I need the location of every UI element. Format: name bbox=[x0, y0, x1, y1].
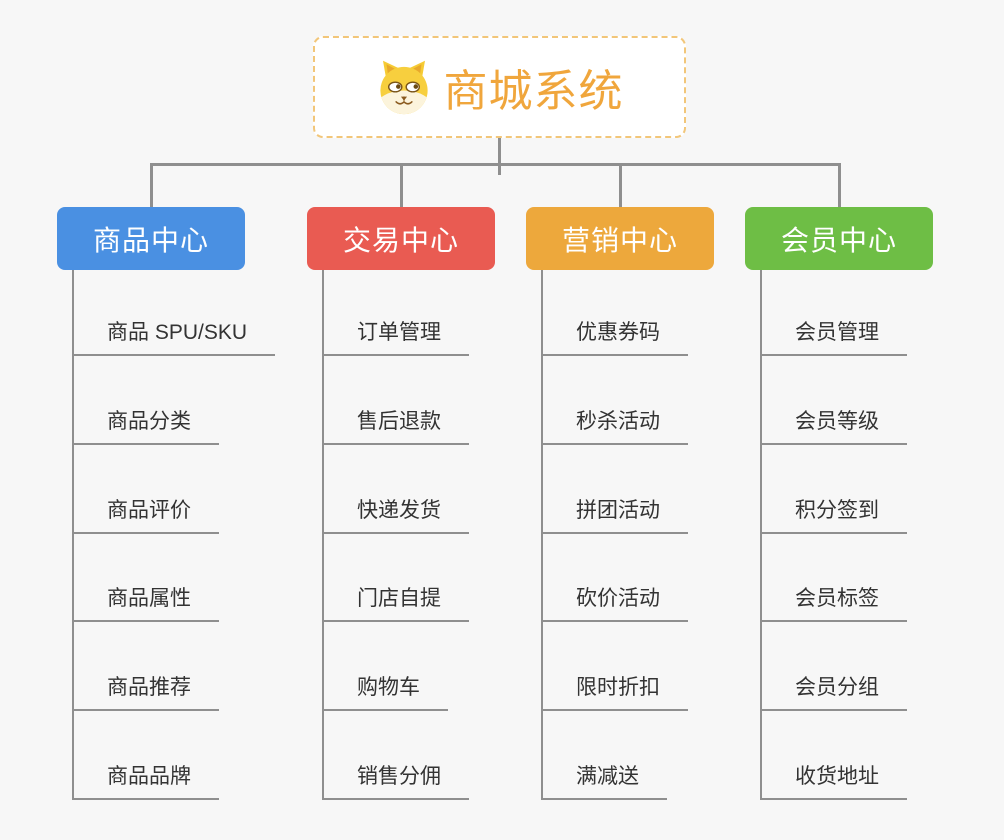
child-topic[interactable]: 商品评价 bbox=[72, 444, 275, 534]
child-topic[interactable]: 满减送 bbox=[541, 711, 714, 800]
child-topic[interactable]: 订单管理 bbox=[322, 270, 495, 356]
child-topic-label: 秒杀活动 bbox=[543, 405, 688, 445]
child-topic[interactable]: 门店自提 bbox=[322, 533, 495, 623]
connector-root-stem bbox=[498, 138, 501, 166]
connector-drop-member-center bbox=[837, 163, 841, 207]
branch-node-product-center[interactable]: 商品中心 bbox=[57, 207, 245, 270]
children-list-marketing-center: 优惠券码 秒杀活动 拼团活动 砍价活动 限时折扣 满减送 bbox=[541, 270, 714, 800]
child-topic-label: 商品品牌 bbox=[74, 760, 219, 800]
branch-column-marketing-center: 营销中心 优惠券码 秒杀活动 拼团活动 砍价活动 限时折扣 满减送 bbox=[526, 207, 714, 800]
branch-node-marketing-center[interactable]: 营销中心 bbox=[526, 207, 714, 270]
child-topic-label: 商品 SPU/SKU bbox=[74, 316, 276, 356]
child-topic-label: 商品评价 bbox=[74, 494, 219, 534]
child-topic-label: 售后退款 bbox=[324, 405, 469, 445]
child-topic[interactable]: 销售分佣 bbox=[322, 711, 495, 800]
child-topic-label: 会员等级 bbox=[762, 405, 907, 445]
child-topic[interactable]: 限时折扣 bbox=[541, 622, 714, 712]
connector-drop-marketing-center bbox=[618, 163, 622, 207]
branch-node-trade-center[interactable]: 交易中心 bbox=[307, 207, 495, 270]
child-topic[interactable]: 商品属性 bbox=[72, 533, 275, 623]
dog-face-icon bbox=[379, 60, 428, 115]
child-topic[interactable]: 快递发货 bbox=[322, 444, 495, 534]
child-topic[interactable]: 砍价活动 bbox=[541, 533, 714, 623]
child-topic-label: 砍价活动 bbox=[543, 582, 688, 623]
child-topic[interactable]: 拼团活动 bbox=[541, 444, 714, 534]
branch-node-member-center[interactable]: 会员中心 bbox=[745, 207, 933, 270]
child-topic[interactable]: 商品 SPU/SKU bbox=[72, 270, 276, 356]
child-topic-label: 会员分组 bbox=[762, 671, 907, 712]
child-topic[interactable]: 商品品牌 bbox=[72, 711, 275, 800]
children-list-member-center: 会员管理 会员等级 积分签到 会员标签 会员分组 收货地址 bbox=[760, 270, 933, 800]
branch-column-member-center: 会员中心 会员管理 会员等级 积分签到 会员标签 会员分组 收货地址 bbox=[745, 207, 933, 800]
child-topic[interactable]: 优惠券码 bbox=[541, 270, 714, 356]
child-topic-label: 会员标签 bbox=[762, 582, 907, 623]
child-topic[interactable]: 售后退款 bbox=[322, 356, 495, 445]
child-topic-label: 会员管理 bbox=[762, 316, 907, 356]
child-topic-label: 购物车 bbox=[324, 671, 448, 712]
child-topic-label: 拼团活动 bbox=[543, 494, 688, 534]
child-topic[interactable]: 会员等级 bbox=[760, 356, 933, 445]
connector-bus bbox=[149, 163, 841, 166]
branch-column-trade-center: 交易中心 订单管理 售后退款 快递发货 门店自提 购物车 销售分佣 bbox=[307, 207, 495, 800]
child-topic-label: 限时折扣 bbox=[543, 671, 688, 712]
children-list-product-center: 商品 SPU/SKU 商品分类 商品评价 商品属性 商品推荐 商品品牌 bbox=[72, 270, 276, 800]
branch-column-product-center: 商品中心 商品 SPU/SKU 商品分类 商品评价 商品属性 商品推荐 商品品牌 bbox=[57, 207, 276, 800]
child-topic-label: 销售分佣 bbox=[324, 760, 469, 800]
connector-drop-product-center bbox=[149, 163, 153, 207]
child-topic[interactable]: 收货地址 bbox=[760, 711, 933, 800]
child-topic[interactable]: 积分签到 bbox=[760, 444, 933, 534]
child-topic[interactable]: 会员管理 bbox=[760, 270, 933, 356]
connector-root-stub bbox=[498, 166, 501, 175]
child-topic-label: 积分签到 bbox=[762, 494, 907, 534]
child-topic[interactable]: 商品推荐 bbox=[72, 622, 275, 712]
connector-drop-trade-center bbox=[399, 163, 403, 207]
child-topic[interactable]: 会员分组 bbox=[760, 622, 933, 712]
child-topic[interactable]: 秒杀活动 bbox=[541, 356, 714, 445]
child-topic-label: 满减送 bbox=[543, 760, 667, 800]
child-topic-label: 收货地址 bbox=[762, 760, 907, 800]
child-topic-label: 快递发货 bbox=[324, 494, 469, 534]
child-topic[interactable]: 会员标签 bbox=[760, 533, 933, 623]
child-topic-label: 商品分类 bbox=[74, 405, 219, 445]
child-topic-label: 门店自提 bbox=[324, 582, 469, 623]
children-list-trade-center: 订单管理 售后退款 快递发货 门店自提 购物车 销售分佣 bbox=[322, 270, 495, 800]
child-topic-label: 订单管理 bbox=[324, 316, 469, 356]
root-title: 商城系统 bbox=[443, 67, 624, 116]
child-topic[interactable]: 购物车 bbox=[322, 622, 495, 712]
child-topic[interactable]: 商品分类 bbox=[72, 356, 275, 445]
child-topic-label: 商品推荐 bbox=[74, 671, 219, 712]
child-topic-label: 优惠券码 bbox=[543, 316, 688, 356]
root-node[interactable]: 商城系统 bbox=[313, 36, 686, 138]
child-topic-label: 商品属性 bbox=[74, 582, 219, 623]
